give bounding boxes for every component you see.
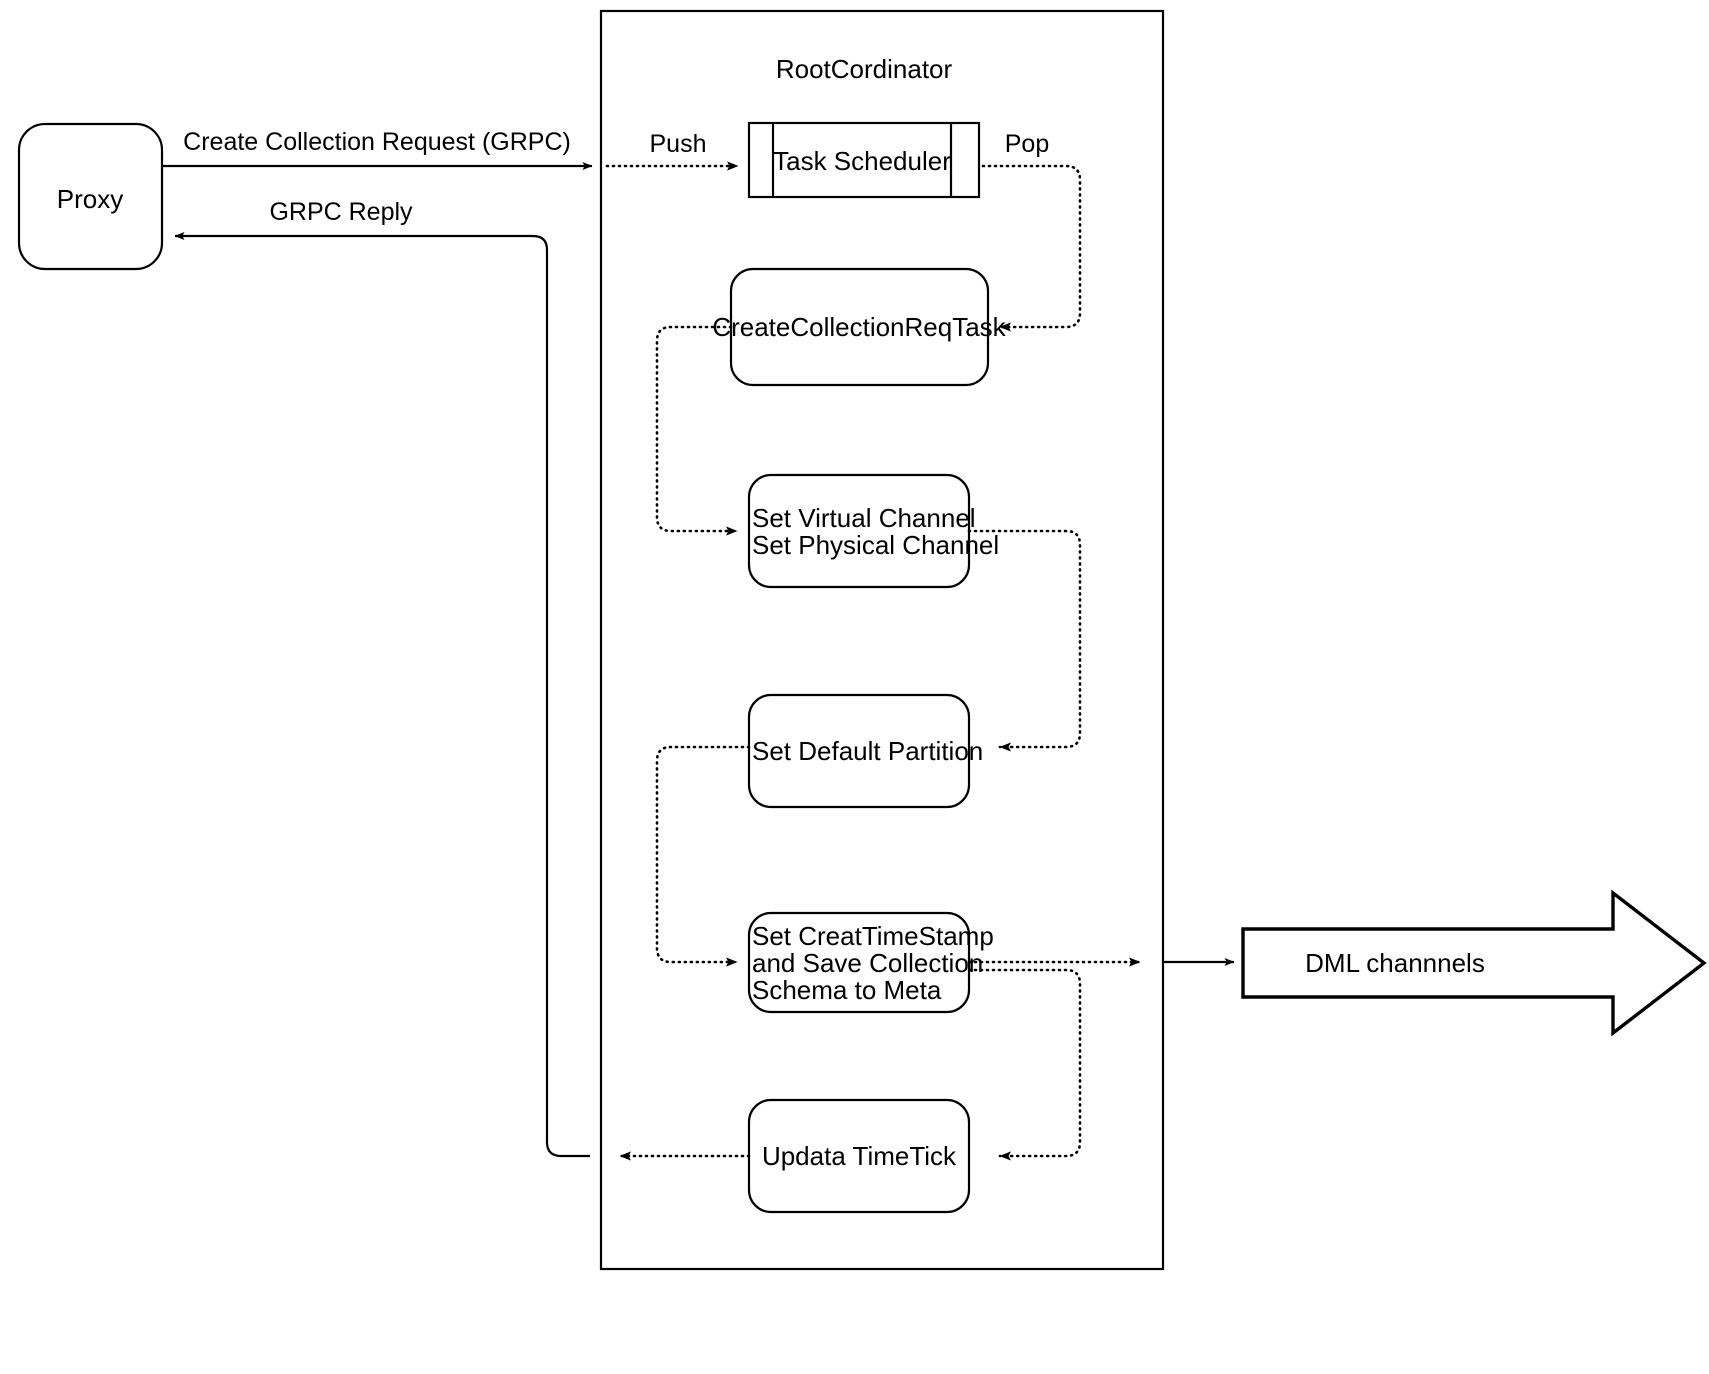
rootcoordinator-container — [599, 9, 1165, 1271]
edge-label-push: Push — [650, 130, 707, 158]
edge-timestamp-to-update-timetick — [967, 968, 1082, 1161]
set-timestamp-line2-label: and Save Collection — [752, 948, 983, 978]
set-timestamp-line3-label: Schema to Meta — [752, 975, 942, 1005]
set-default-partition-label: Set Default Partition — [752, 736, 983, 766]
edge-label-create-collection-request: Create Collection Request (GRPC) — [183, 128, 571, 156]
edge-reqtask-to-set-channel — [655, 325, 739, 536]
edge-label-grpc-reply: GRPC Reply — [269, 198, 413, 226]
dml-channels-label: DML channnels — [1305, 948, 1485, 978]
edge-default-partition-to-timestamp — [655, 745, 751, 967]
edge-grpc-reply — [174, 232, 590, 1158]
edge-label-pop: Pop — [1005, 130, 1049, 158]
rootcoordinator-label: RootCordinator — [776, 54, 953, 84]
task-scheduler-node[interactable] — [747, 121, 981, 199]
edge-pop — [981, 164, 1082, 332]
dml-channels-block-arrow[interactable] — [1241, 889, 1707, 1037]
update-timetick-label: Updata TimeTick — [762, 1141, 957, 1171]
task-scheduler-label: Task Scheduler — [773, 146, 951, 176]
set-physical-channel-label: Set Physical Channel — [752, 530, 999, 560]
set-virtual-channel-label: Set Virtual Channel — [752, 503, 976, 533]
set-timestamp-line1-label: Set CreatTimeStamp — [752, 921, 994, 951]
set-default-partition-node[interactable] — [747, 693, 971, 809]
proxy-label: Proxy — [57, 184, 123, 214]
create-collection-req-task-label: CreateCollectionReqTask — [712, 312, 1006, 342]
edge-set-channel-to-default-partition — [967, 529, 1082, 752]
proxy-node[interactable] — [17, 122, 164, 271]
